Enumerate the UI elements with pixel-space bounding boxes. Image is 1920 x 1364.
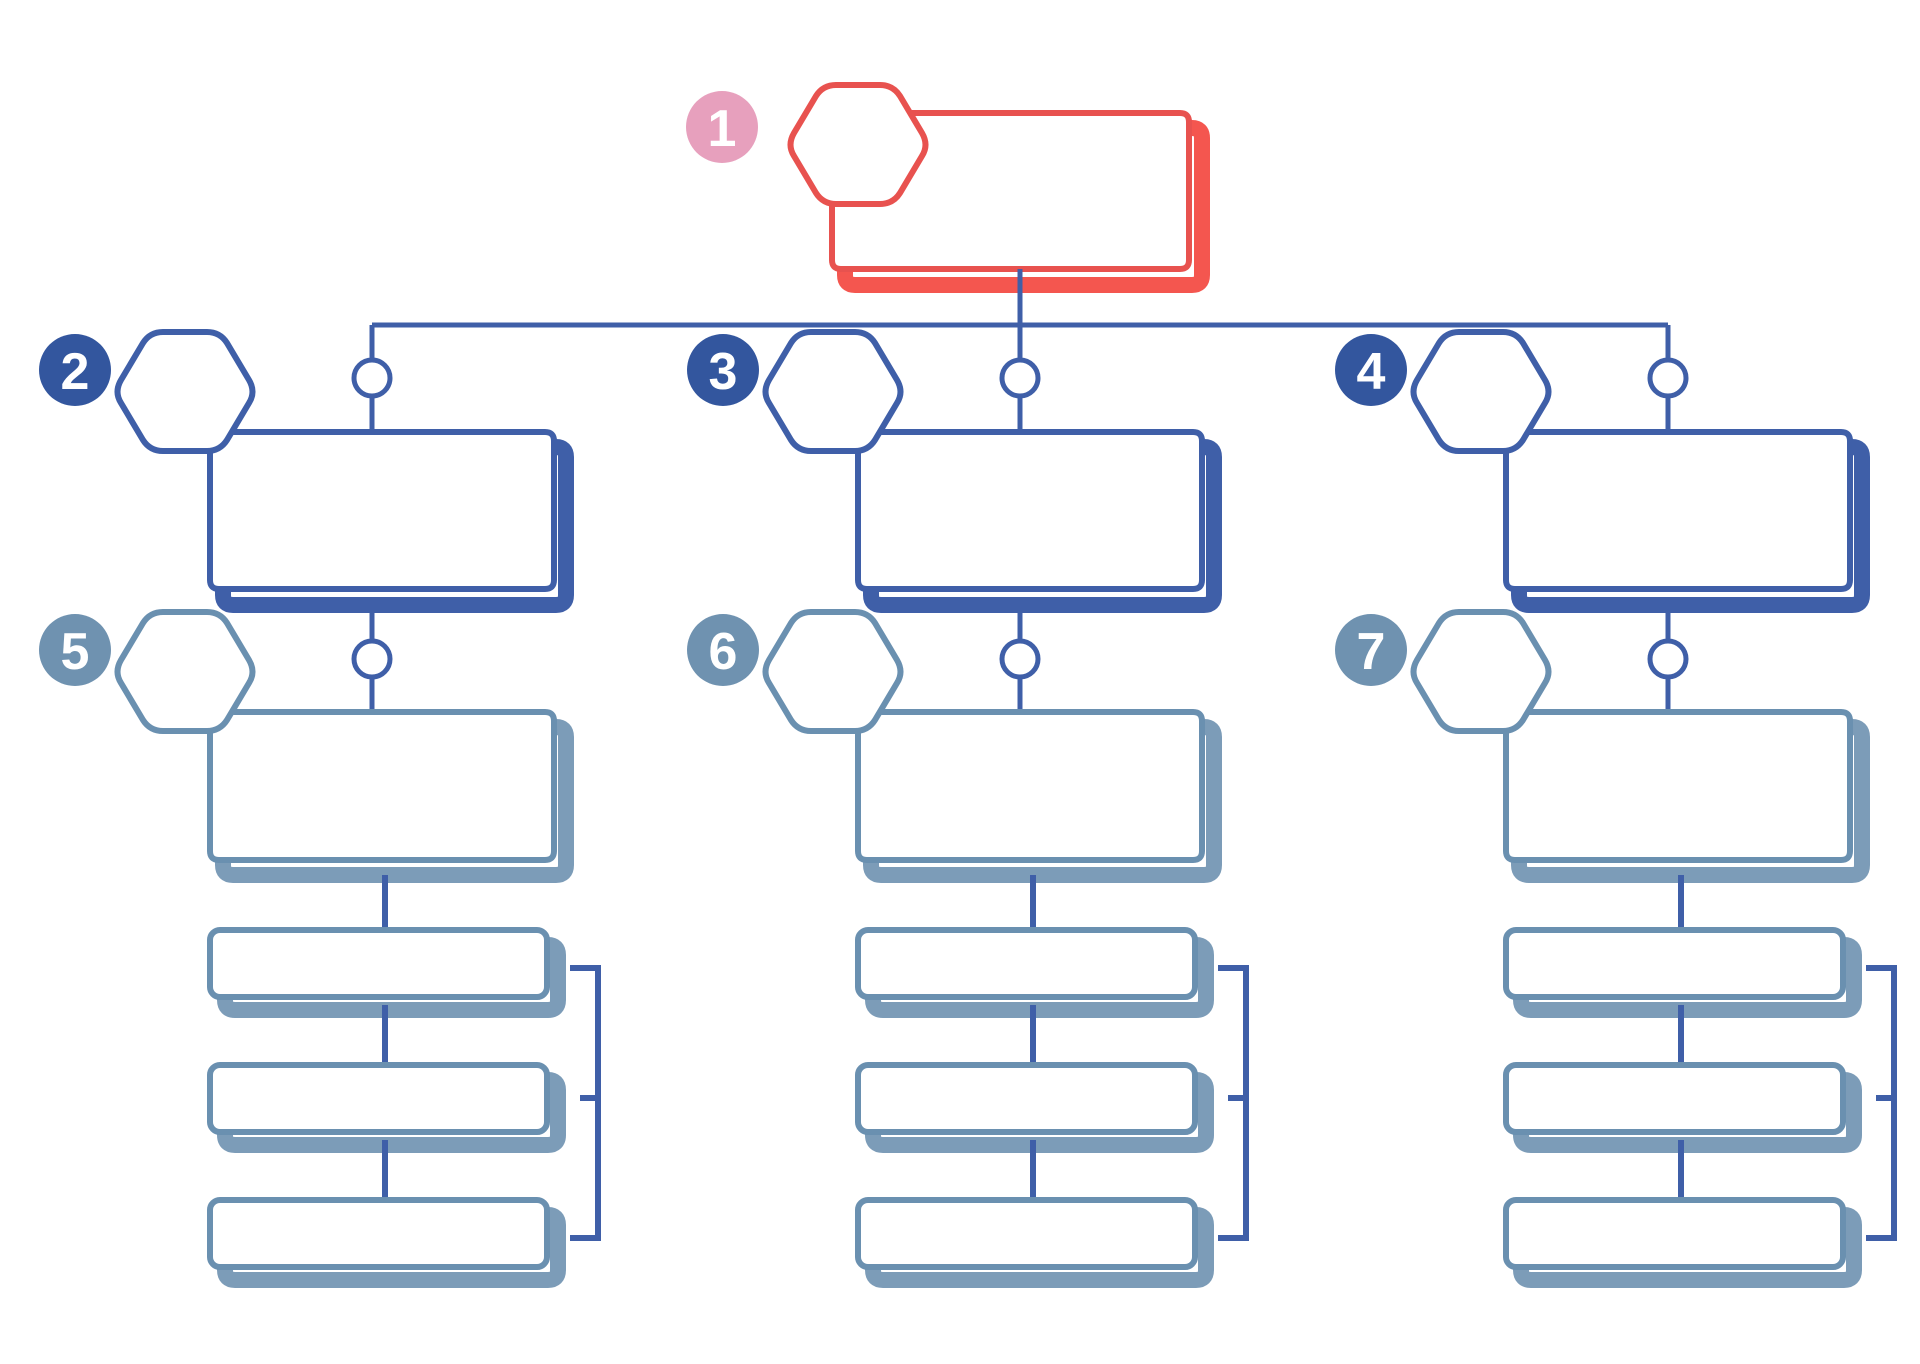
bar-right-3[interactable] <box>1503 1197 1846 1270</box>
node-7-badge-label: 7 <box>1357 623 1386 681</box>
bars-left <box>207 875 601 1288</box>
node-7-card <box>1503 709 1853 863</box>
junction-circle-center-top <box>999 357 1041 399</box>
node-5-badge <box>39 614 111 686</box>
node-5[interactable]: 5 <box>39 609 574 883</box>
node-1[interactable]: 1 <box>686 82 1210 293</box>
node-3-badge-label: 3 <box>709 343 738 401</box>
node-2-badge <box>39 334 111 406</box>
node-5-hexagon-icon <box>114 609 256 734</box>
node-1-badge <box>686 91 758 163</box>
node-4-badge <box>1335 334 1407 406</box>
junction-circle-right-top <box>1647 357 1689 399</box>
connector-level2-to-level3 <box>351 605 1689 712</box>
bracket-left <box>570 965 601 1241</box>
node-6-hexagon-icon <box>762 609 904 734</box>
node-7-hexagon-icon <box>1410 609 1552 734</box>
node-3[interactable]: 3 <box>687 329 1222 613</box>
node-4-badge-label: 4 <box>1357 343 1386 401</box>
node-1-badge-label: 1 <box>708 100 737 158</box>
bar-right-1[interactable] <box>1503 927 1846 1000</box>
bar-left-2[interactable] <box>207 1062 550 1135</box>
node-2-hexagon-icon <box>114 329 256 454</box>
node-3-badge <box>687 334 759 406</box>
bar-left-1[interactable] <box>207 927 550 1000</box>
bracket-right <box>1866 965 1897 1241</box>
node-3-card <box>855 429 1205 592</box>
bars-right <box>1503 875 1897 1288</box>
bracket-center <box>1218 965 1249 1241</box>
node-1-hexagon-icon <box>787 82 929 207</box>
node-2-badge-label: 2 <box>61 343 90 401</box>
bar-center-2[interactable] <box>855 1062 1198 1135</box>
node-3-hexagon-icon <box>762 329 904 454</box>
bar-center-3[interactable] <box>855 1197 1198 1270</box>
connector-root-bus <box>351 269 1689 432</box>
node-2[interactable]: 2 <box>39 329 574 613</box>
bars-center <box>855 875 1249 1288</box>
bar-center-1[interactable] <box>855 927 1198 1000</box>
node-6-badge <box>687 614 759 686</box>
junction-circle-left-top <box>351 357 393 399</box>
node-6-badge-label: 6 <box>709 623 738 681</box>
node-2-card <box>207 429 557 592</box>
node-6-card <box>855 709 1205 863</box>
junction-circle-right-mid <box>1647 638 1689 680</box>
bar-left-3[interactable] <box>207 1197 550 1270</box>
node-5-badge-label: 5 <box>61 623 90 681</box>
junction-circle-left-mid <box>351 638 393 680</box>
node-4-hexagon-icon <box>1410 329 1552 454</box>
node-5-card <box>207 709 557 863</box>
node-4-card <box>1503 429 1853 592</box>
node-7[interactable]: 7 <box>1335 609 1870 883</box>
node-7-badge <box>1335 614 1407 686</box>
junction-circle-center-mid <box>999 638 1041 680</box>
node-6[interactable]: 6 <box>687 609 1222 883</box>
node-4[interactable]: 4 <box>1335 329 1870 613</box>
bar-right-2[interactable] <box>1503 1062 1846 1135</box>
